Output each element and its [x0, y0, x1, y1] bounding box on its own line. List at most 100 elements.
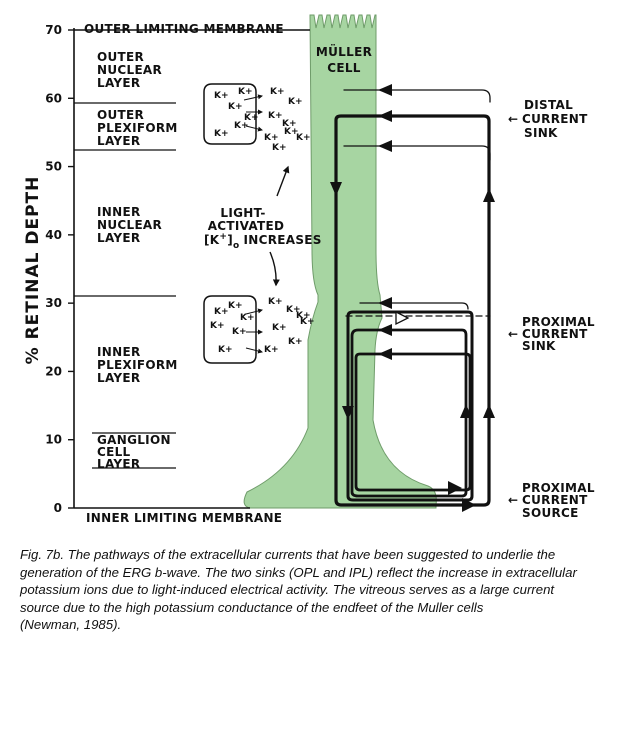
- arrowhead-down: [330, 182, 342, 196]
- ion-efflux-arrow: [243, 94, 263, 101]
- layer-label-inner-plexiform: INNER PLEXIFORM LAYER: [97, 345, 178, 385]
- current-loop-proximal-thin: [359, 302, 469, 310]
- potassium-ions: K+K+K+K+K+K+K+K+K+K+K+K+K+K+K+K+K+K+K+K+…: [210, 87, 315, 355]
- neuron-bracket-outer: [203, 83, 257, 145]
- arrowhead-down: [342, 406, 354, 420]
- potassium-ion-label: K+: [282, 119, 297, 129]
- svg-text:LAYER: LAYER: [97, 76, 140, 90]
- potassium-ion-label: K+: [244, 113, 259, 123]
- svg-text:SINK: SINK: [524, 126, 558, 140]
- proximal-current-sink-label: PROXIMAL ← CURRENT SINK: [508, 315, 595, 353]
- svg-text:NUCLEAR: NUCLEAR: [97, 218, 162, 232]
- current-loop-proximal-1: [346, 310, 474, 502]
- svg-text:SINK: SINK: [522, 339, 556, 353]
- current-loop-distal-thin: [343, 89, 491, 103]
- potassium-ion-label: K+: [288, 97, 303, 107]
- svg-text:PLEXIFORM: PLEXIFORM: [97, 121, 178, 135]
- potassium-ion-label: K+: [218, 345, 233, 355]
- arrowhead-left: [378, 348, 392, 360]
- svg-text:ACTIVATED: ACTIVATED: [208, 219, 285, 233]
- potassium-ion-label: K+: [272, 143, 287, 153]
- svg-text:MÜLLER: MÜLLER: [316, 44, 372, 59]
- arrowhead-left: [378, 140, 392, 152]
- current-loops: [334, 89, 491, 507]
- potassium-ion-label: K+: [288, 337, 303, 347]
- layer-label-inner-nuclear: INNER NUCLEAR LAYER: [97, 205, 162, 245]
- svg-text:CURRENT: CURRENT: [522, 327, 588, 341]
- outer-limiting-membrane-label: OUTER LIMITING MEMBRANE: [84, 22, 284, 36]
- svg-text:CELL: CELL: [327, 61, 361, 75]
- y-axis-tick-label: 60: [45, 91, 62, 105]
- potassium-ion-label: K+: [238, 87, 253, 97]
- caption-line: Fig. 7b. The pathways of the extracellul…: [20, 547, 556, 562]
- svg-text:LAYER: LAYER: [97, 457, 140, 471]
- potassium-ion-label: K+: [268, 111, 283, 121]
- arrowhead-right: [462, 498, 476, 512]
- potassium-ion-label: K+: [268, 297, 283, 307]
- potassium-ion-label: K+: [264, 345, 279, 355]
- arrowhead-right-open: [395, 310, 410, 326]
- current-arrowheads: [330, 84, 495, 512]
- y-axis-tick-label: 40: [45, 228, 62, 242]
- layer-label-outer-plexiform: OUTER PLEXIFORM LAYER: [97, 108, 178, 148]
- potassium-ion-label: K+: [214, 91, 229, 101]
- potassium-ion-label: K+: [296, 133, 311, 143]
- y-axis-tick-label: 20: [45, 364, 62, 378]
- proximal-current-source-label: PROXIMAL ← CURRENT SOURCE: [508, 481, 595, 520]
- current-loop-distal-outer: [334, 114, 491, 507]
- caption-line: potassium ions due to light-induced elec…: [20, 582, 555, 597]
- potassium-ion-label: K+: [240, 313, 255, 323]
- potassium-ion-label: K+: [228, 301, 243, 311]
- y-axis-title: % RETINAL DEPTH: [23, 176, 43, 365]
- arrowhead-up: [460, 404, 472, 418]
- potassium-ion-label: K+: [286, 305, 301, 315]
- arrow-to-inner-k: [269, 251, 280, 287]
- svg-text:PROXIMAL: PROXIMAL: [522, 315, 595, 329]
- inner-limiting-membrane-label: INNER LIMITING MEMBRANE: [86, 511, 282, 525]
- muller-cell: [243, 14, 437, 509]
- arrowhead-right: [448, 481, 462, 495]
- current-loop-proximal-3: [354, 352, 472, 492]
- y-axis-tick-label: 50: [45, 160, 62, 174]
- svg-text:←: ←: [508, 327, 518, 341]
- figure-caption: Fig. 7b. The pathways of the extracellul…: [20, 546, 620, 634]
- svg-text:SOURCE: SOURCE: [522, 506, 579, 520]
- arrowhead-left: [378, 110, 392, 122]
- caption-line: generation of the ERG b-wave. The two si…: [20, 564, 577, 580]
- svg-text:LIGHT-: LIGHT-: [220, 206, 265, 220]
- svg-text:LAYER: LAYER: [97, 231, 140, 245]
- svg-text:CURRENT: CURRENT: [522, 112, 588, 126]
- potassium-ion-label: K+: [232, 327, 247, 337]
- svg-text:←: ←: [508, 112, 518, 126]
- y-axis-tick-label: 0: [54, 501, 62, 515]
- arrowhead-up: [483, 188, 495, 202]
- arrowhead-up: [483, 404, 495, 418]
- potassium-ion-label: K+: [272, 323, 287, 333]
- potassium-ion-label: K+: [284, 127, 299, 137]
- ion-efflux-arrow: [245, 347, 263, 354]
- caption-line: (Newman, 1985).: [20, 617, 122, 632]
- potassium-ion-label: K+: [214, 129, 229, 139]
- potassium-ion-label: K+: [270, 87, 285, 97]
- neuron-bracket-inner: [203, 295, 257, 364]
- potassium-ion-label: K+: [228, 102, 243, 112]
- svg-text:PLEXIFORM: PLEXIFORM: [97, 358, 178, 372]
- muller-cell-label: MÜLLER CELL: [316, 44, 372, 75]
- svg-text:LAYER: LAYER: [97, 371, 140, 385]
- svg-text:INNER: INNER: [97, 345, 141, 359]
- arrowhead-left: [378, 297, 392, 309]
- current-loop-proximal-2: [350, 328, 468, 498]
- potassium-ion-label: K+: [300, 317, 315, 327]
- ion-efflux-arrow: [245, 125, 263, 132]
- potassium-ion-label: K+: [264, 133, 279, 143]
- potassium-ion-label: K+: [296, 311, 311, 321]
- y-axis-tick-label: 10: [45, 433, 62, 447]
- svg-text:INNER: INNER: [97, 205, 141, 219]
- ion-efflux-arrow: [245, 308, 263, 315]
- arrowhead-left: [378, 324, 392, 336]
- caption-line: source due to the high potassium conduct…: [20, 599, 484, 615]
- y-axis-tick-label: 30: [45, 296, 62, 310]
